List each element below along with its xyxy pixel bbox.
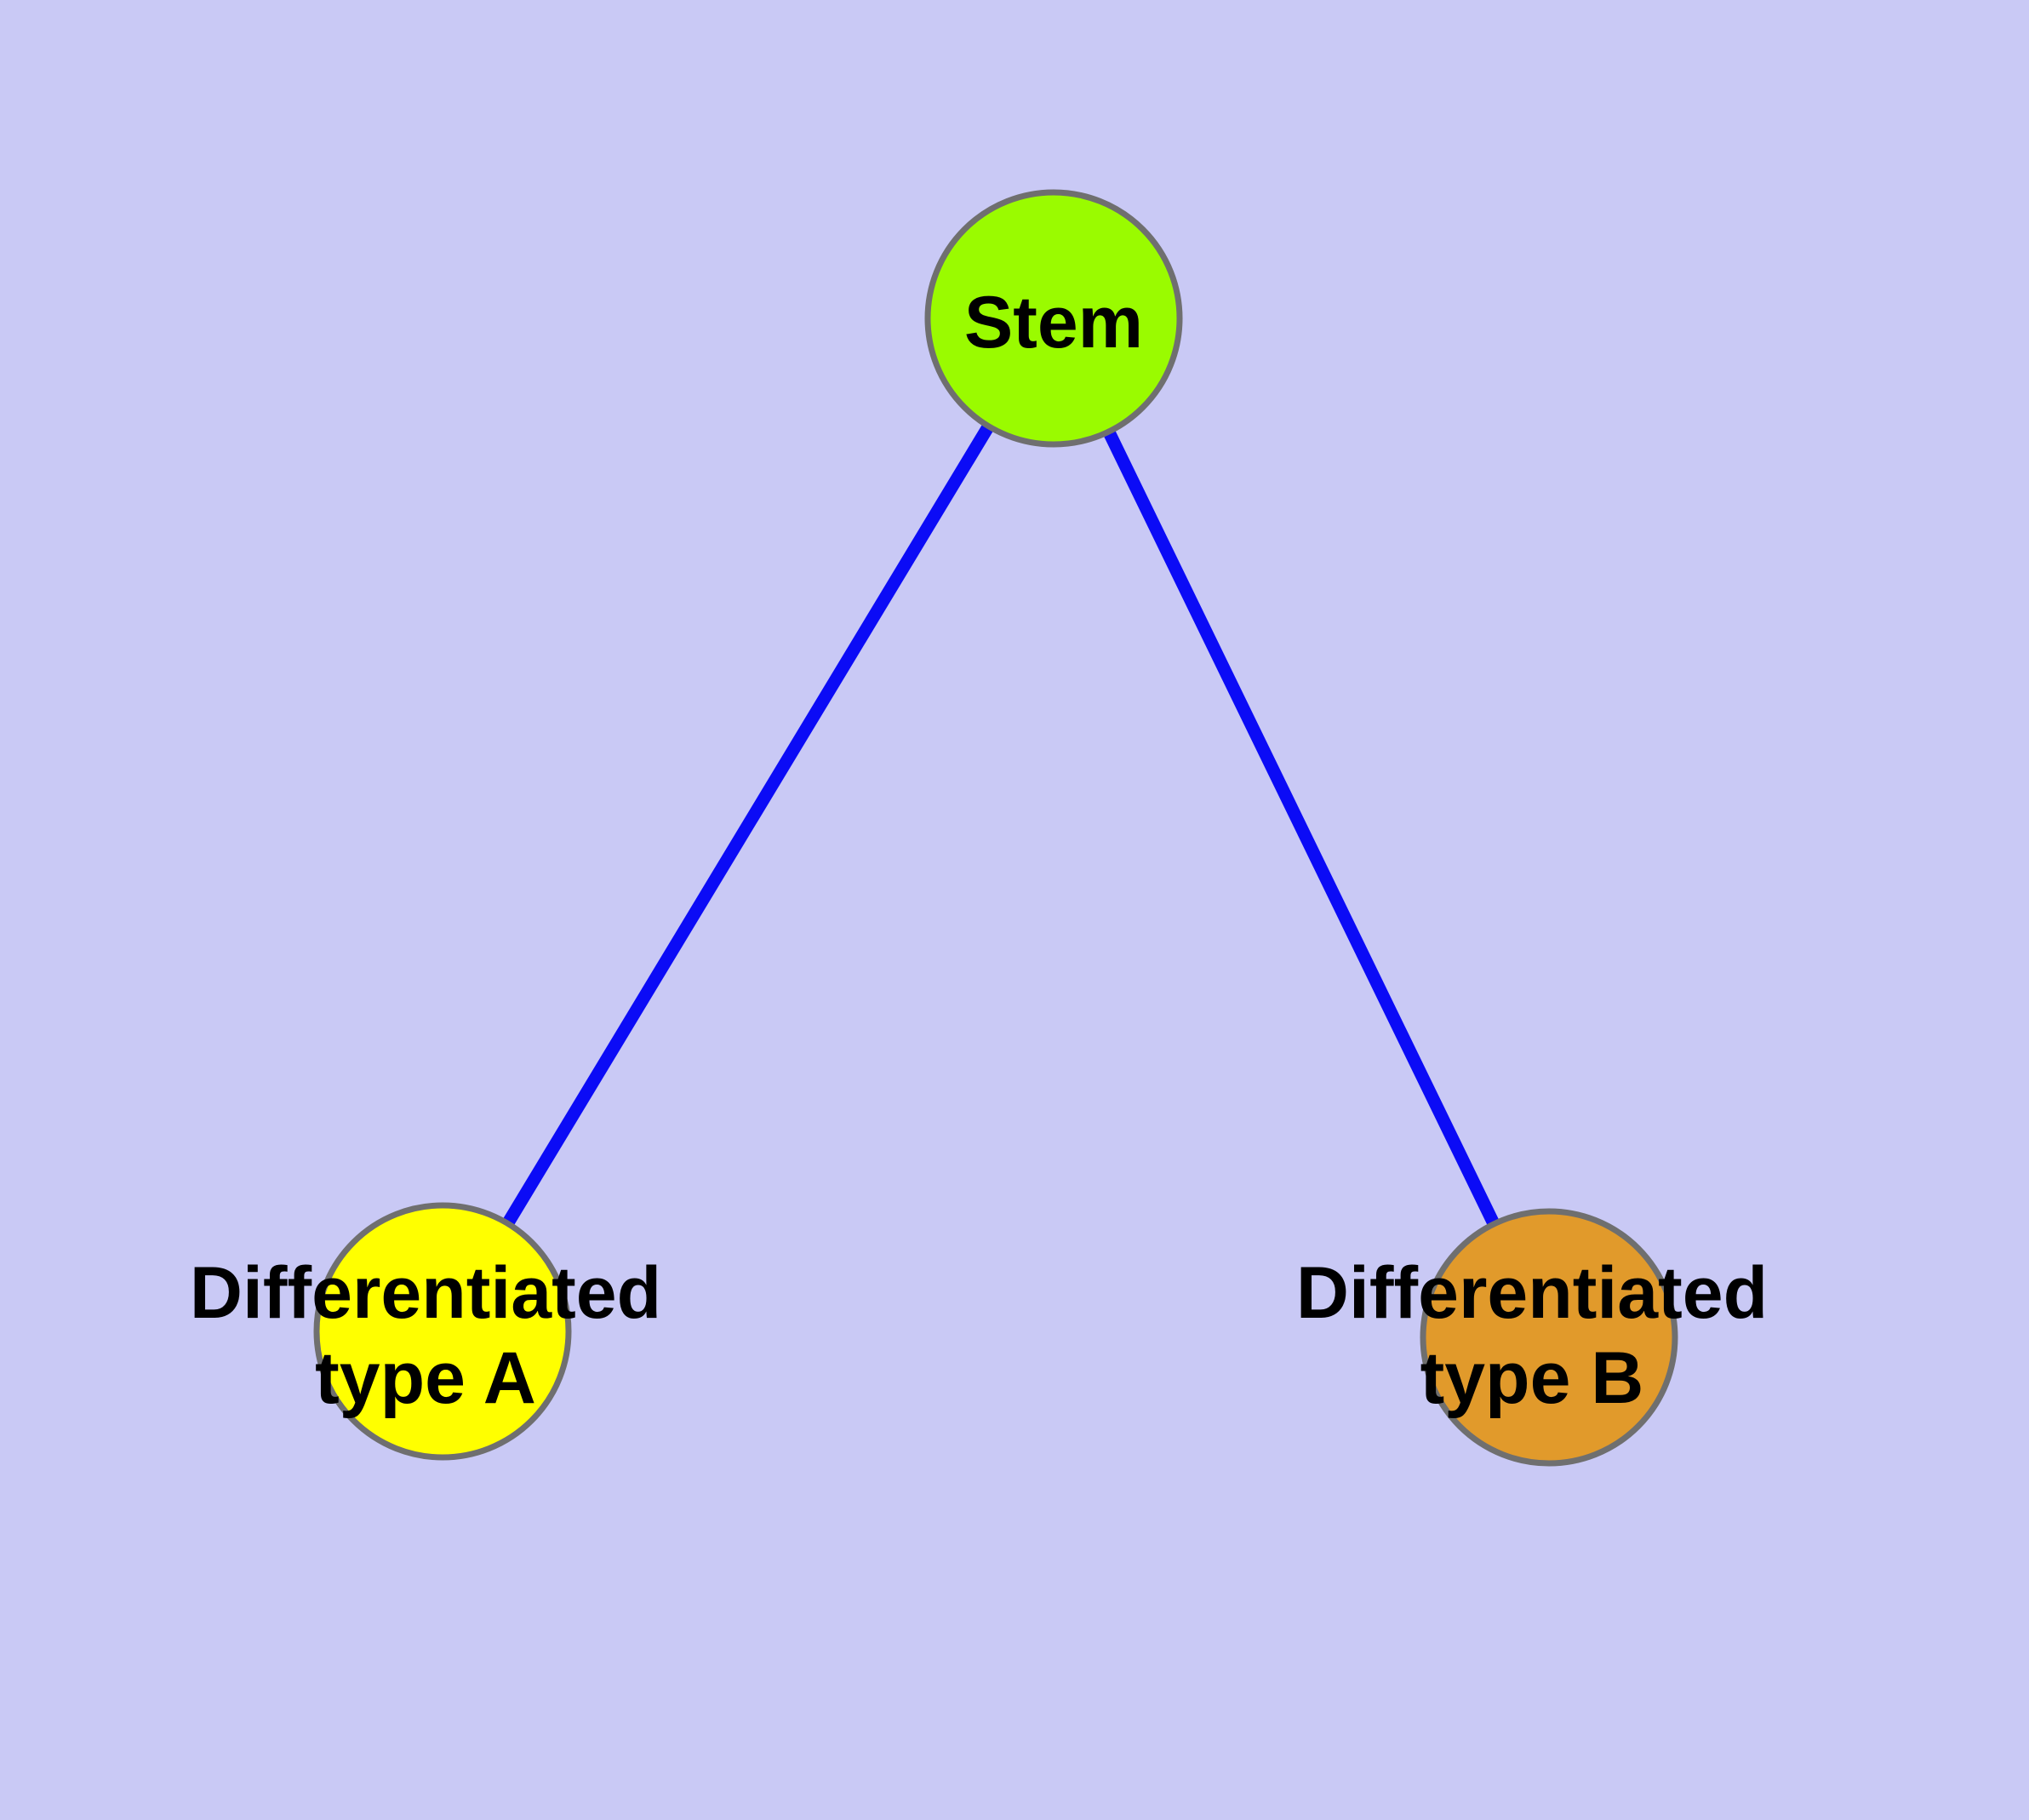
edge-layer [437, 315, 1555, 1341]
node-type-b-label-line1: Differentiated [1296, 1252, 1768, 1334]
edge-stem-to-type-a [437, 315, 1060, 1335]
node-stem-label: Stem [964, 282, 1143, 363]
node-type-a-circle [313, 1202, 572, 1461]
node-type-a-label-line1: Differentiated [190, 1252, 661, 1334]
node-type-b-circle [1420, 1208, 1678, 1467]
node-stem-circle [924, 189, 1183, 448]
edge-stem-to-type-b [1048, 315, 1555, 1341]
node-type-b-label-line2: type B [1420, 1337, 1644, 1419]
node-layer [313, 189, 1678, 1467]
label-layer: Stem Differentiated type A Differentiate… [190, 282, 1768, 1419]
node-type-a-label-line2: type A [315, 1337, 536, 1419]
